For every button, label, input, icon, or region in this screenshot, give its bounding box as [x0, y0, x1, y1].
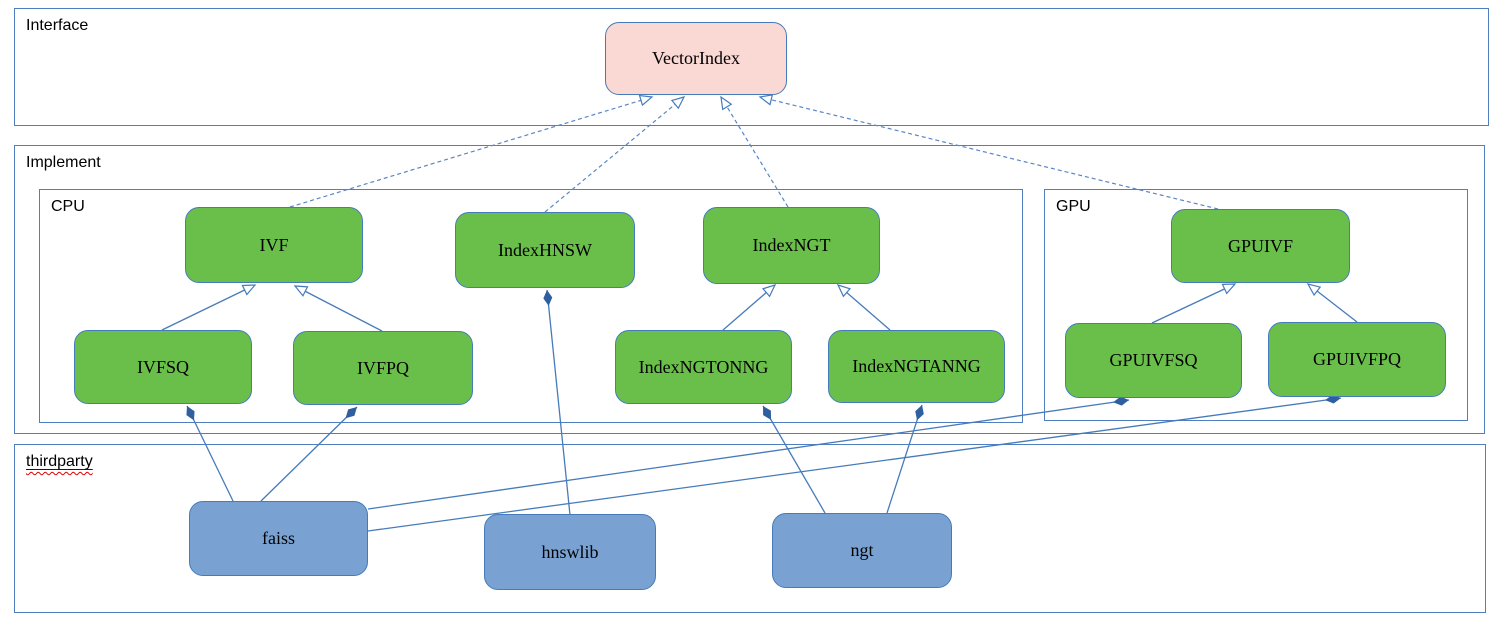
edge-faiss-ivfsq[interactable]	[186, 405, 234, 502]
node-gpuivfsq-label: GPUIVFSQ	[1109, 350, 1198, 370]
node-ivfsq[interactable]: IVFSQ	[74, 330, 252, 404]
edge-indexhnsw-vectorindex[interactable]	[544, 96, 686, 213]
edge-faiss-ivfpq[interactable]	[260, 406, 358, 502]
container-gpu[interactable]: GPU	[1044, 189, 1468, 421]
node-ivfpq-label: IVFPQ	[356, 357, 409, 378]
edge-gpuivf-vectorindex[interactable]	[758, 94, 1219, 210]
edge-ivfsq-ivf[interactable]	[161, 284, 257, 331]
node-faiss-label: faiss	[262, 528, 295, 548]
container-implement[interactable]: Implement	[14, 145, 1485, 434]
edge-indexngtanng-indexngt[interactable]	[836, 284, 891, 331]
container-interface[interactable]: Interface	[14, 8, 1489, 126]
node-indexngtanng[interactable]: IndexNGTANNG	[828, 330, 1005, 403]
container-cpu-label: CPU	[51, 198, 85, 215]
node-ngt-label: ngt	[850, 540, 874, 560]
spellcheck-squiggle: thirdparty	[26, 453, 93, 470]
edge-gpuivfpq-gpuivf[interactable]	[1306, 283, 1358, 323]
node-gpuivf[interactable]: GPUIVF	[1171, 209, 1350, 283]
node-ivfpq[interactable]: IVFPQ	[293, 331, 473, 405]
edge-faiss-gpuivfsq[interactable]	[367, 396, 1130, 510]
node-indexhnsw[interactable]: IndexHNSW	[455, 212, 635, 288]
node-hnswlib-label: hnswlib	[541, 541, 599, 562]
edge-hnswlib-indexhnsw[interactable]	[543, 289, 571, 516]
edge-ngt-indexngtanng[interactable]	[886, 404, 924, 514]
node-ngt[interactable]: ngt	[772, 513, 952, 588]
container-interface-label: Interface	[26, 17, 89, 34]
edge-faiss-gpuivfpq[interactable]	[367, 394, 1342, 532]
node-hnswlib[interactable]: hnswlib	[484, 514, 656, 590]
container-gpu-label: GPU	[1056, 198, 1091, 215]
node-ivf[interactable]: IVF	[185, 207, 363, 283]
node-gpuivfpq[interactable]: GPUIVFPQ	[1268, 322, 1446, 397]
node-vectorindex[interactable]: VectorIndex	[605, 22, 787, 95]
node-gpuivf-label: GPUIVF	[1227, 235, 1293, 256]
edge-indexngtonng-indexngt[interactable]	[722, 284, 777, 331]
container-thirdparty-label: thirdparty	[26, 453, 93, 471]
node-indexngtonng[interactable]: IndexNGTONNG	[615, 330, 792, 404]
container-thirdparty[interactable]: thirdparty	[14, 444, 1486, 613]
node-vectorindex-label: VectorIndex	[652, 48, 740, 68]
container-cpu[interactable]: CPU	[39, 189, 1023, 423]
node-indexngt-label: IndexNGT	[752, 235, 831, 255]
node-indexngtonng-label: IndexNGTONNG	[638, 356, 769, 377]
node-indexhnsw-label: IndexHNSW	[498, 239, 592, 260]
edge-ngt-indexngtonng[interactable]	[762, 405, 826, 514]
node-indexngtanng-label: IndexNGTANNG	[852, 356, 981, 376]
edge-indexngt-vectorindex[interactable]	[720, 95, 789, 208]
node-gpuivfsq[interactable]: GPUIVFSQ	[1065, 323, 1242, 398]
node-indexngt[interactable]: IndexNGT	[703, 207, 880, 284]
node-gpuivfpq-label: GPUIVFPQ	[1312, 349, 1402, 369]
edge-gpuivfsq-gpuivf[interactable]	[1151, 283, 1237, 324]
container-implement-label: Implement	[26, 154, 101, 171]
node-ivf-label: IVF	[259, 234, 289, 255]
edge-ivfpq-ivf[interactable]	[293, 285, 383, 332]
edge-ivf-vectorindex[interactable]	[289, 94, 654, 208]
node-faiss[interactable]: faiss	[189, 501, 368, 576]
node-ivfsq-label: IVFSQ	[136, 356, 189, 377]
